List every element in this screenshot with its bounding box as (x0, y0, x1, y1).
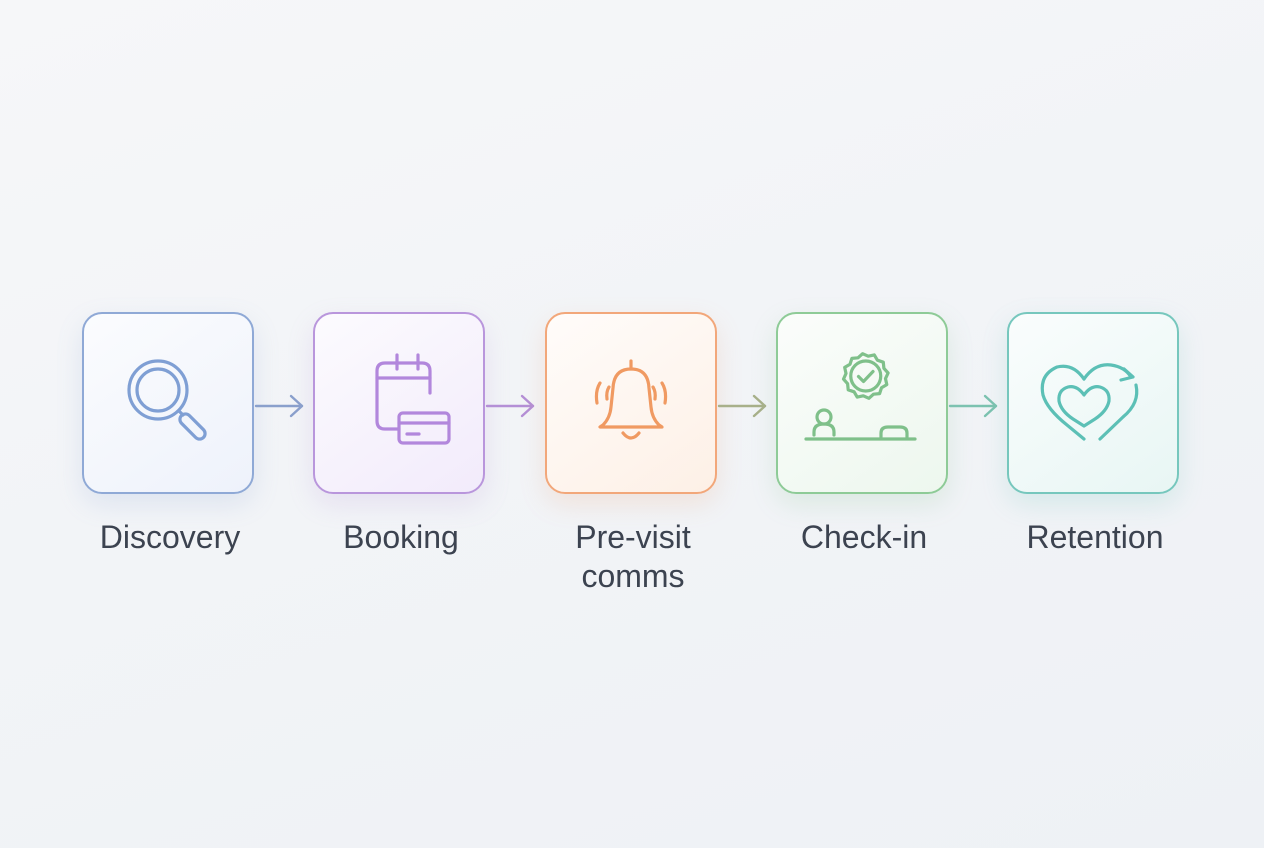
step-booking: Booking (313, 312, 489, 555)
step-label-retention: Retention (1026, 519, 1164, 555)
tile-booking (313, 312, 485, 494)
magnifier-icon (127, 359, 207, 441)
tile-retention (1007, 312, 1179, 494)
step-pre-visit-comms: Pre-visit comms (545, 312, 721, 594)
calendar-card-icon (375, 353, 451, 445)
arrow-1 (254, 391, 306, 421)
step-retention: Retention (1007, 312, 1183, 555)
ringing-bell-icon (594, 359, 668, 440)
arrow-4 (948, 391, 1000, 421)
step-label-pre-visit-comms: Pre-visit comms (575, 519, 691, 594)
tile-check-in (776, 312, 948, 494)
arrow-right-icon (254, 394, 304, 418)
arrow-3 (717, 391, 769, 421)
step-label-discovery: Discovery (99, 519, 241, 555)
arrow-right-icon (717, 394, 767, 418)
arrow-2 (485, 391, 537, 421)
step-discovery: Discovery (82, 312, 258, 555)
tile-pre-visit-comms (545, 312, 717, 494)
badge-desk-icon (804, 352, 917, 441)
tile-discovery (82, 312, 254, 494)
step-label-booking: Booking (343, 519, 459, 555)
arrow-right-icon (485, 394, 535, 418)
arrow-right-icon (948, 394, 998, 418)
step-label-check-in: Check-in (800, 519, 928, 555)
step-check-in: Check-in (776, 312, 952, 555)
heart-cycle-icon (1040, 363, 1139, 441)
